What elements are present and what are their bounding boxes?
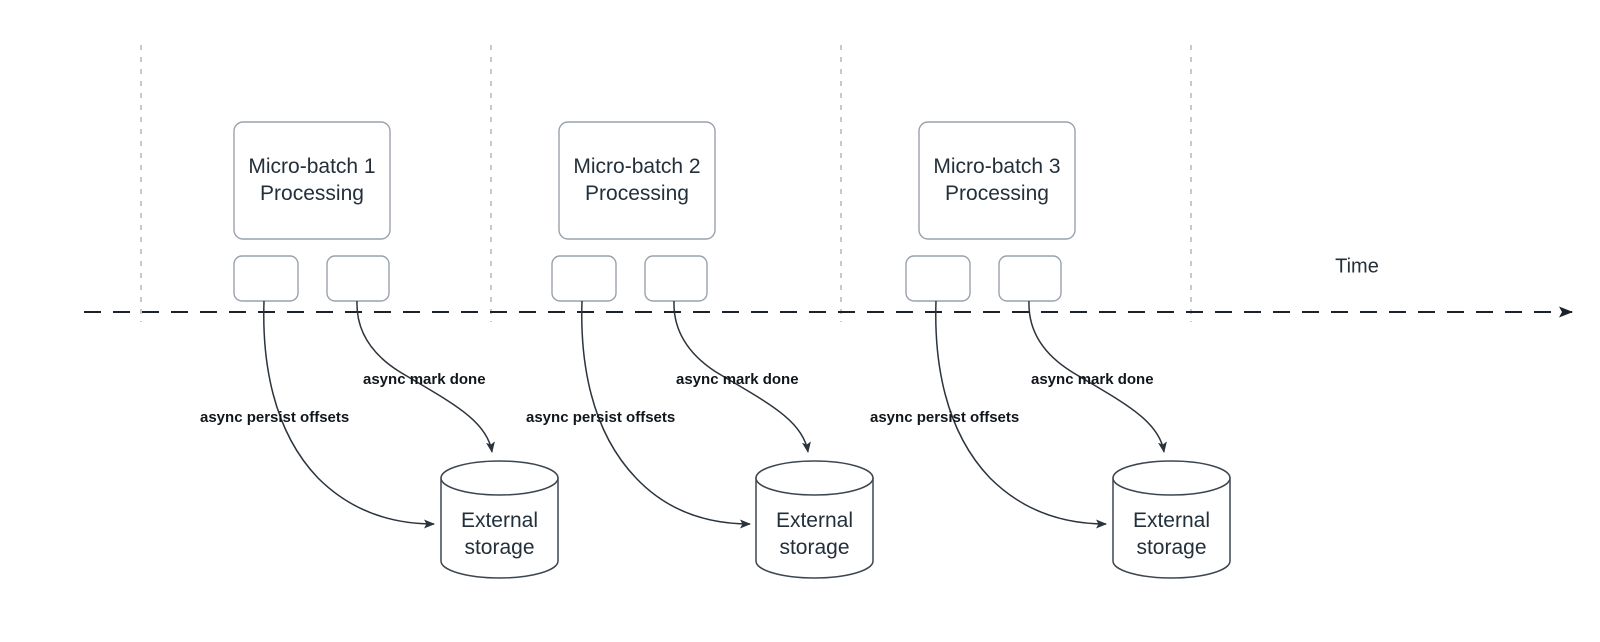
micro-batch-label-line1: Micro-batch 3 <box>933 155 1060 178</box>
micro-batch-label-line2: Processing <box>260 182 364 205</box>
external-storage-label-line2: storage <box>1136 536 1206 559</box>
micro-batch-box[interactable] <box>233 121 391 240</box>
task-box-mark-task[interactable] <box>998 255 1062 302</box>
external-storage-cylinder-top <box>440 460 559 496</box>
external-storage-label-line1: External <box>1133 509 1210 532</box>
timeline-tick-guides <box>140 45 1192 322</box>
micro-batch-label-line1: Micro-batch 2 <box>573 155 700 178</box>
external-storage-cylinder-body[interactable] <box>755 477 874 579</box>
external-storage-cylinder-body[interactable] <box>440 477 559 579</box>
micro-batch-label-line1: Micro-batch 1 <box>248 155 375 178</box>
external-storage-cylinder-top <box>755 460 874 496</box>
edge-label-async-persist-offsets: async persist offsets <box>200 409 349 426</box>
external-storage-cylinder-body[interactable] <box>1112 477 1231 579</box>
edge-label-async-mark-done: async mark done <box>1031 371 1154 388</box>
external-storage-cylinder-top <box>1112 460 1231 496</box>
edge-async-mark-done <box>1028 300 1167 453</box>
task-box-persist-task[interactable] <box>233 255 299 302</box>
micro-batch-label-line2: Processing <box>945 182 1049 205</box>
edge-async-persist-offsets <box>935 300 1107 529</box>
micro-batch-label-line2: Processing <box>585 182 689 205</box>
edge-async-mark-done <box>673 300 811 453</box>
micro-batch-box[interactable] <box>558 121 716 240</box>
edge-async-mark-done <box>356 300 495 453</box>
edge-async-persist-offsets <box>581 300 751 529</box>
edge-async-persist-offsets <box>263 300 435 529</box>
task-box-mark-task[interactable] <box>644 255 708 302</box>
time-axis-label: Time <box>1335 255 1379 277</box>
task-box-persist-task[interactable] <box>551 255 617 302</box>
external-storage-label-line1: External <box>461 509 538 532</box>
edge-label-async-persist-offsets: async persist offsets <box>526 409 675 426</box>
task-box-mark-task[interactable] <box>326 255 390 302</box>
micro-batch-box[interactable] <box>918 121 1076 240</box>
edge-label-async-mark-done: async mark done <box>676 371 799 388</box>
external-storage-label-line2: storage <box>464 536 534 559</box>
edge-label-async-persist-offsets: async persist offsets <box>870 409 1019 426</box>
external-storage-label-line1: External <box>776 509 853 532</box>
edge-label-async-mark-done: async mark done <box>363 371 486 388</box>
external-storage-label-line2: storage <box>779 536 849 559</box>
task-box-persist-task[interactable] <box>905 255 971 302</box>
